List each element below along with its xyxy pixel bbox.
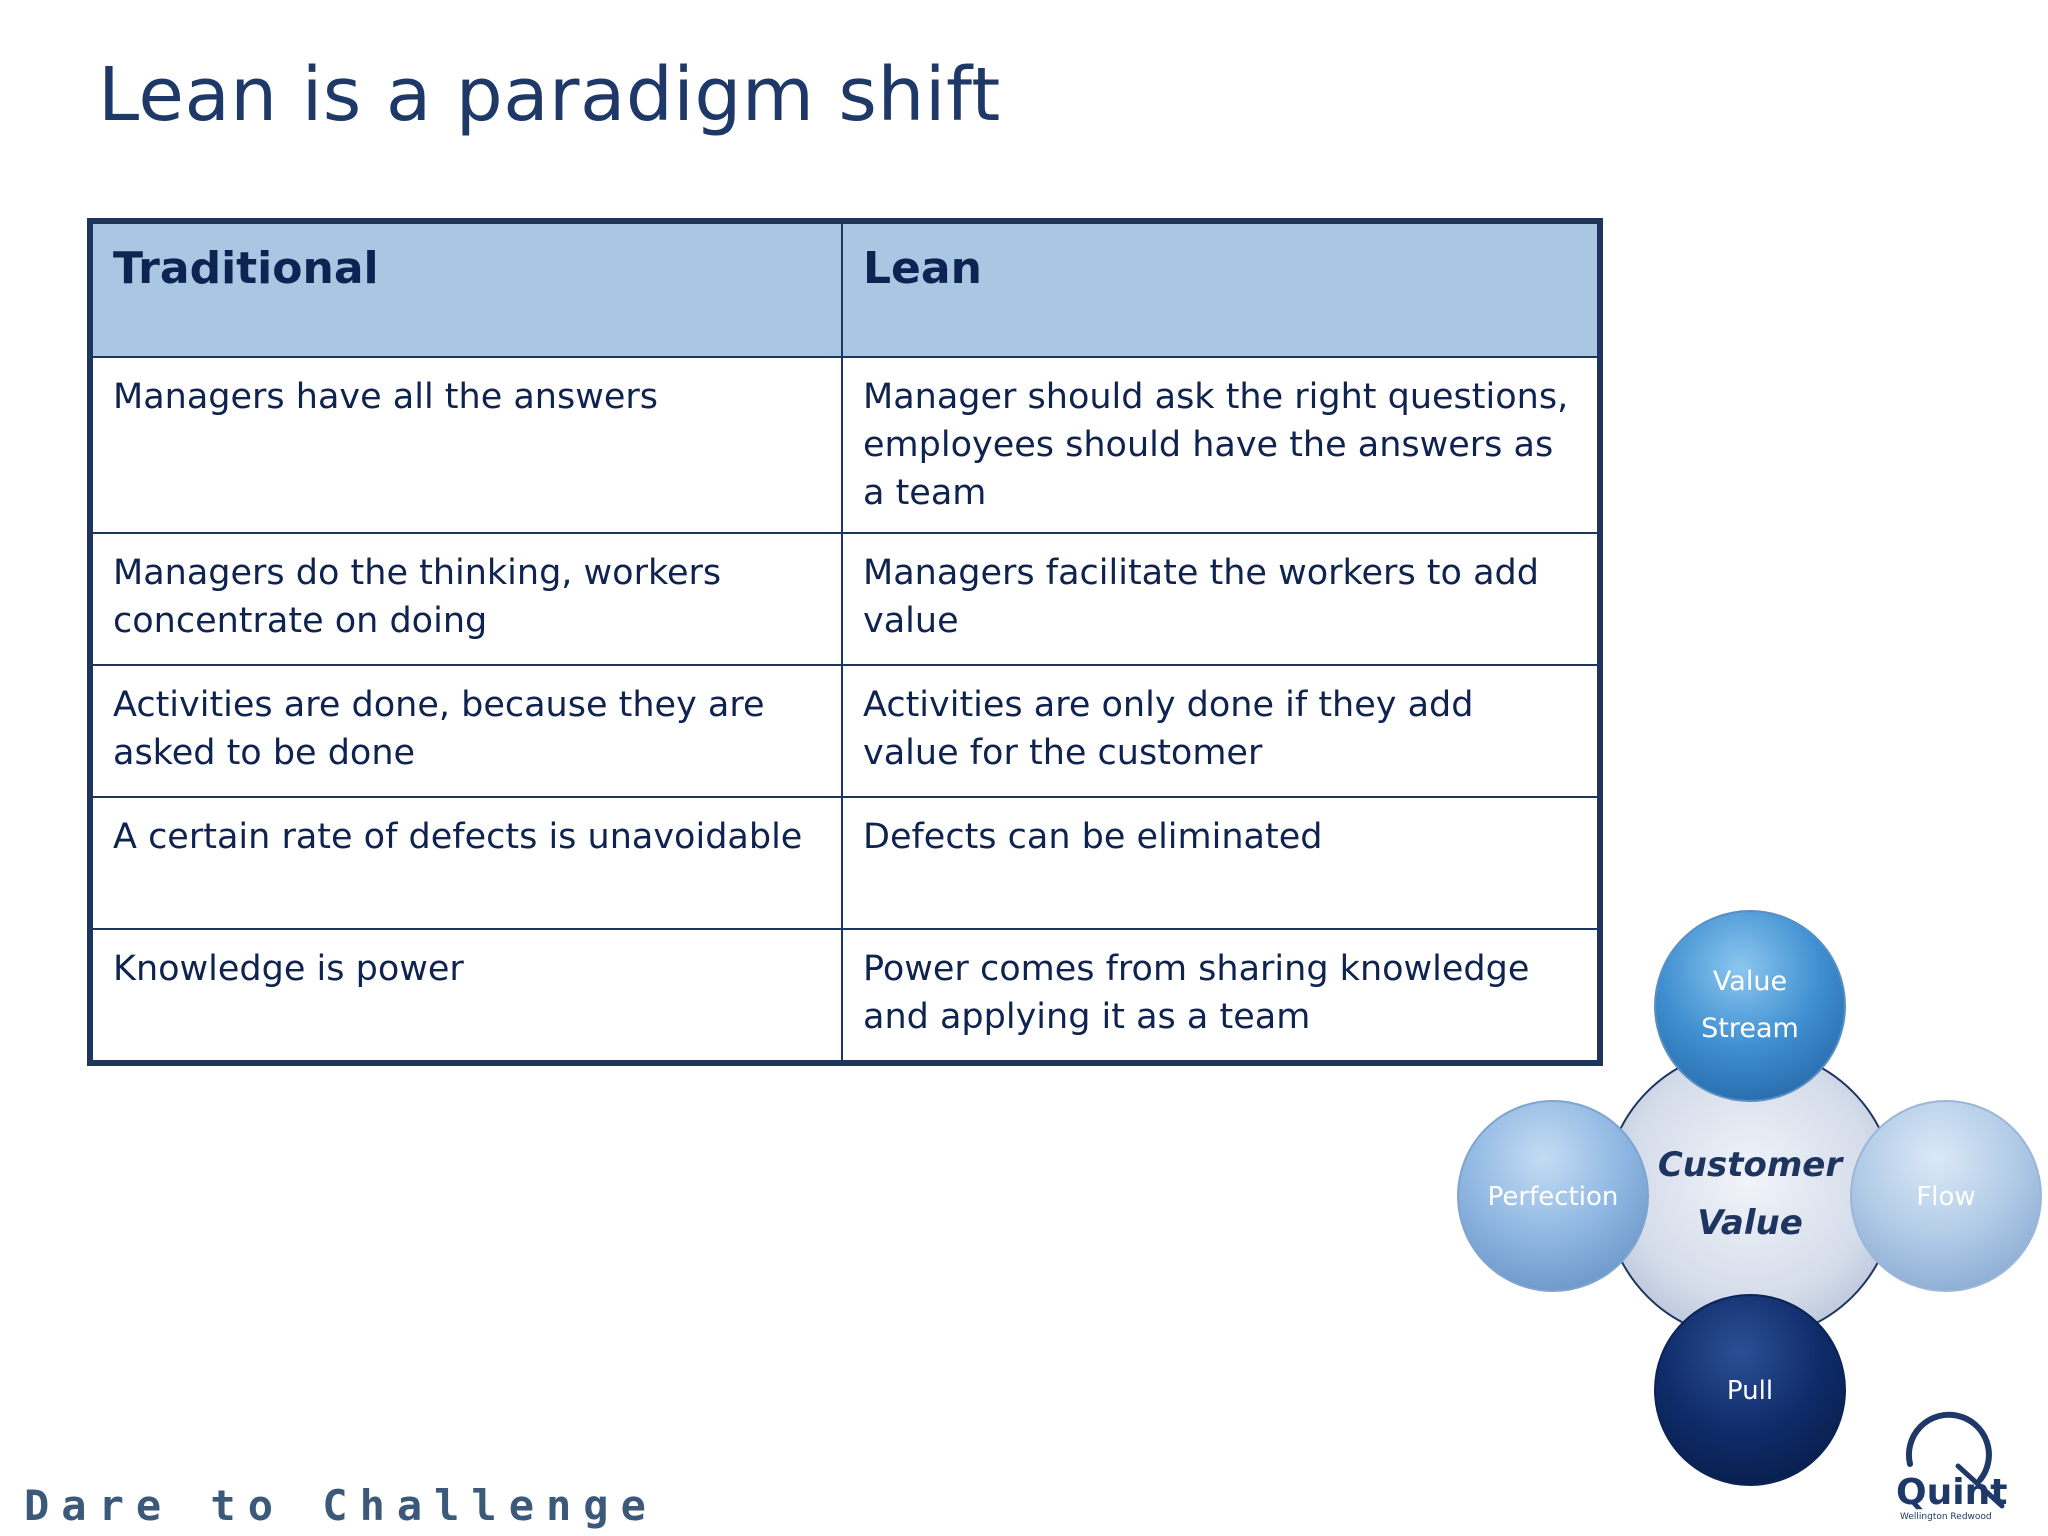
traditional-cell: Knowledge is power bbox=[89, 928, 843, 1064]
traditional-cell: A certain rate of defects is unavoidable bbox=[89, 796, 843, 930]
quint-logo-subtext: Wellington Redwood bbox=[1900, 1512, 1992, 1522]
lean-cell: Manager should ask the right questions, … bbox=[841, 356, 1601, 534]
quint-logo-icon bbox=[1905, 1411, 2005, 1509]
table-row: A certain rate of defects is unavoidable… bbox=[89, 796, 1601, 930]
lean-cell: Defects can be eliminated bbox=[841, 796, 1601, 930]
quint-logo-text: Quint bbox=[1896, 1472, 2008, 1513]
table-row: Managers have all the answers Manager sh… bbox=[89, 356, 1601, 534]
flow-circle bbox=[1850, 1100, 2042, 1292]
header-lean: Lean bbox=[841, 220, 1601, 358]
flow-label: Flow bbox=[1916, 1182, 1975, 1212]
center-label-customer: Customer bbox=[1658, 1145, 1844, 1185]
lean-cell: Power comes from sharing knowledge and a… bbox=[841, 928, 1601, 1064]
tagline: Dare to Challenge bbox=[24, 1481, 658, 1530]
traditional-cell: Activities are done, because they are as… bbox=[89, 664, 843, 798]
header-traditional: Traditional bbox=[89, 220, 843, 358]
comparison-table: Traditional Lean Managers have all the a… bbox=[87, 218, 1603, 1066]
table-row: Knowledge is power Power comes from shar… bbox=[89, 928, 1601, 1064]
lean-cell: Managers facilitate the workers to add v… bbox=[841, 532, 1601, 666]
perfection-circle bbox=[1457, 1100, 1649, 1292]
value-stream-label-line1: Value bbox=[1713, 966, 1787, 997]
value-stream-circle bbox=[1654, 910, 1846, 1102]
perfection-label: Perfection bbox=[1488, 1182, 1619, 1212]
lean-principles-diagram: Customer Value Value Stream Perfection F… bbox=[1450, 900, 2048, 1500]
pull-label: Pull bbox=[1727, 1376, 1773, 1406]
table-row: Managers do the thinking, workers concen… bbox=[89, 532, 1601, 666]
traditional-cell: Managers have all the answers bbox=[89, 356, 843, 534]
center-label-value: Value bbox=[1697, 1203, 1803, 1243]
slide-title: Lean is a paradigm shift bbox=[98, 52, 1001, 138]
table-row: Activities are done, because they are as… bbox=[89, 664, 1601, 798]
pull-circle bbox=[1654, 1294, 1846, 1486]
traditional-cell: Managers do the thinking, workers concen… bbox=[89, 532, 843, 666]
diagram-svg: Customer Value Value Stream Perfection F… bbox=[1457, 910, 2042, 1486]
lean-cell: Activities are only done if they add val… bbox=[841, 664, 1601, 798]
value-stream-label-line2: Stream bbox=[1701, 1013, 1799, 1044]
table-header-row: Traditional Lean bbox=[89, 220, 1601, 358]
